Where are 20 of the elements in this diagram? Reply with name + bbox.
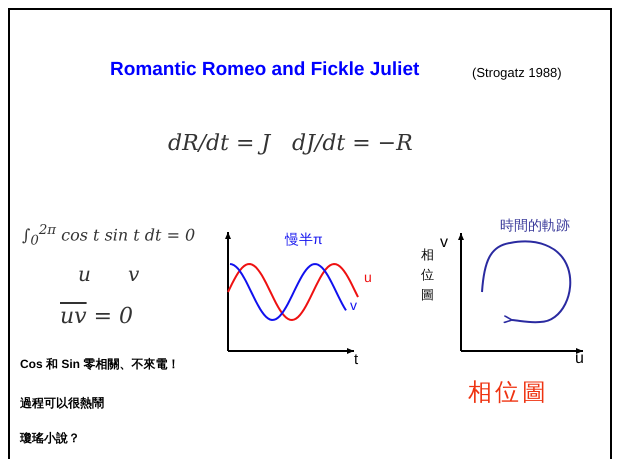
citation-text: (Strogatz 1988)	[472, 66, 562, 80]
equation: dR/dt = J	[168, 132, 270, 156]
note-text: 過程可以很熱鬧	[20, 397, 104, 410]
equation: dJ/dt = −R	[292, 132, 413, 156]
axis-title: 相位圖	[421, 246, 435, 304]
annotation-text: 時間的軌跡	[500, 218, 570, 234]
axis-label: t	[354, 352, 358, 368]
equation: uv = 0	[60, 305, 134, 330]
curve-label: v	[350, 298, 357, 314]
phase-plot-title: 相位圖	[468, 380, 549, 406]
axis-label: v	[440, 234, 448, 252]
integral-equation: ∫$_{0}$$^{2π}$ cos t sin t dt = 0	[22, 224, 196, 250]
axis-label: u	[575, 350, 584, 368]
annotation-text: 慢半π	[285, 232, 323, 248]
note-text: 瓊瑤小說？	[20, 432, 80, 446]
slide-title: Romantic Romeo and Fickle Juliet	[110, 60, 420, 81]
variable-label: v	[128, 263, 140, 285]
note-text: Cos 和 Sin 零相關、不來電！	[20, 358, 180, 372]
curve-label: u	[364, 270, 372, 286]
variable-label: u	[78, 263, 91, 285]
